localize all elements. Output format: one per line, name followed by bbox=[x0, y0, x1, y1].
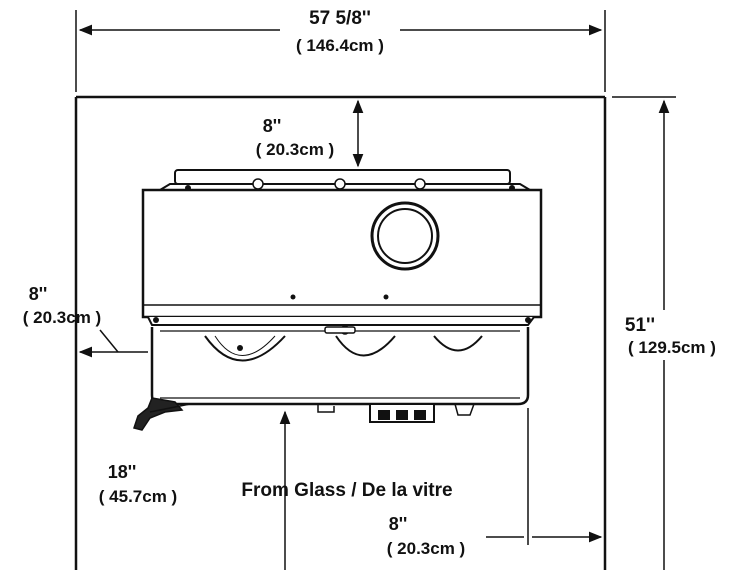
overall-width-dimension: 57 5/8'' ( 146.4cm ) bbox=[75, 8, 606, 92]
top-clearance-metric: ( 20.3cm ) bbox=[256, 140, 334, 159]
front-clearance-imperial: 18'' bbox=[108, 462, 137, 482]
left-clearance-dimension: 8'' ( 20.3cm ) bbox=[23, 284, 148, 358]
top-clearance-dimension: 8'' ( 20.3cm ) bbox=[256, 99, 364, 168]
vent-collar bbox=[370, 201, 440, 271]
gas-valve bbox=[317, 403, 475, 423]
front-clearance-note: From Glass / De la vitre bbox=[241, 480, 452, 501]
top-clearance-imperial: 8'' bbox=[263, 116, 282, 136]
burners bbox=[204, 325, 483, 362]
overall-height-imperial: 51'' bbox=[625, 315, 655, 336]
front-clearance-metric: ( 45.7cm ) bbox=[99, 487, 177, 506]
right-clearance-metric: ( 20.3cm ) bbox=[387, 539, 465, 558]
firebox-body bbox=[141, 188, 543, 319]
overall-height-dimension: 51'' ( 129.5cm ) bbox=[612, 96, 716, 570]
front-clearance-dimension: 18'' ( 45.7cm ) From Glass / De la vitre bbox=[99, 410, 453, 570]
right-clearance-dimension: 8'' ( 20.3cm ) bbox=[387, 408, 603, 558]
fireplace-unit bbox=[133, 169, 543, 431]
left-clearance-imperial: 8'' bbox=[29, 284, 48, 304]
door-handle bbox=[133, 397, 191, 431]
overall-width-metric: ( 146.4cm ) bbox=[296, 36, 384, 55]
overall-width-imperial: 57 5/8'' bbox=[309, 8, 371, 29]
left-clearance-metric: ( 20.3cm ) bbox=[23, 308, 101, 327]
enclosure-outline bbox=[74, 95, 607, 570]
right-clearance-imperial: 8'' bbox=[389, 514, 408, 534]
overall-height-metric: ( 129.5cm ) bbox=[628, 338, 716, 357]
